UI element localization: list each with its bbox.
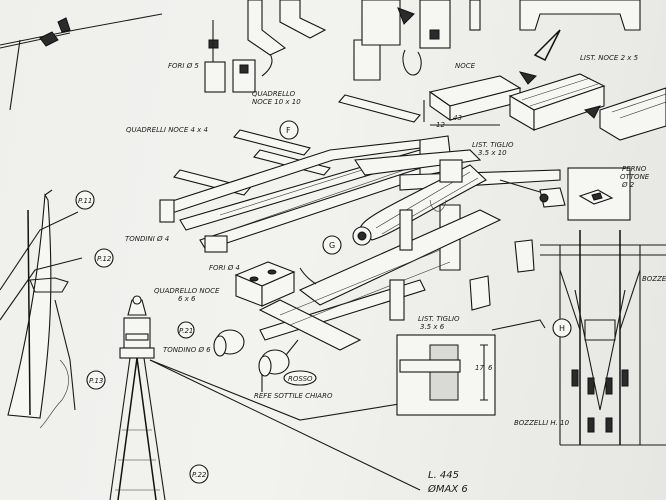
callout-P22: P.22 [192, 471, 207, 479]
callout-P11: P.11 [78, 197, 92, 205]
label-tondino6: TONDINO Ø 6 [163, 346, 211, 354]
label-quadrello-noce-2: NOCE 10 x 10 [252, 98, 301, 106]
label-list-tiglio-top: LIST. TIGLIO [472, 141, 514, 149]
callout-H: H [559, 324, 565, 333]
callout-P21: P.21 [179, 327, 193, 335]
noce-blocks [423, 71, 666, 141]
rosso-tag [283, 370, 317, 386]
callout-G: G [329, 241, 335, 250]
label-perno-3: Ø 2 [621, 181, 635, 189]
label-dim6: 6 [488, 364, 493, 372]
label-list-tiglio-mid: LIST. TIGLIO [418, 315, 460, 323]
label-refe: REFE SOTTILE CHIARO [254, 392, 333, 400]
callout-F-circle [279, 120, 299, 140]
label-noce: NOCE [455, 62, 476, 70]
label-quadrelli-noce: QUADRELLI NOCE 4 x 4 [126, 126, 208, 134]
label-list-tiglio-mid-2: 3.5 x 6 [420, 323, 445, 331]
label-fori5: FORI Ø 5 [168, 62, 199, 70]
small-parts [213, 261, 317, 392]
label-dim43: 43 [453, 114, 462, 122]
label-rosso: ROSSO [288, 375, 313, 383]
label-list-noce: LIST. NOCE 2 x 5 [580, 54, 639, 62]
label-quadrello-noce: QUADRELLO [252, 90, 296, 98]
label-quadrello-noce6-2: 6 x 6 [178, 295, 196, 303]
label-l445: L. 445 [428, 470, 459, 481]
callout-P12: P.12 [97, 255, 112, 263]
mast-top [109, 295, 456, 500]
carriage-G [258, 149, 566, 351]
label-bozze: BOZZE [642, 275, 666, 283]
perno-detail [567, 167, 631, 221]
callout-F: F [286, 126, 291, 135]
label-omax: ØMAX 6 [427, 483, 468, 495]
sail-and-rigging [0, 13, 163, 429]
label-fori4: FORI Ø 4 [209, 264, 240, 272]
label-dim12: 12 [436, 121, 445, 129]
top-parts [204, 0, 641, 93]
label-tondini: TONDINI Ø 4 [125, 235, 169, 243]
label-list-tiglio-top-2: 3.5 x 10 [478, 149, 507, 157]
label-quadrello-noce6: QUADRELLO NOCE [154, 287, 220, 295]
callout-P13: P.13 [89, 377, 103, 385]
callout-G-circle [322, 235, 342, 255]
rigging-H [540, 230, 666, 446]
label-dim17: 17 [475, 364, 484, 372]
label-perno: PERNO [622, 165, 647, 173]
label-bozzelli: BOZZELLI H. 10 [514, 419, 570, 427]
label-perno-2: OTTONE [620, 173, 650, 181]
list-tiglio-section [396, 319, 546, 416]
